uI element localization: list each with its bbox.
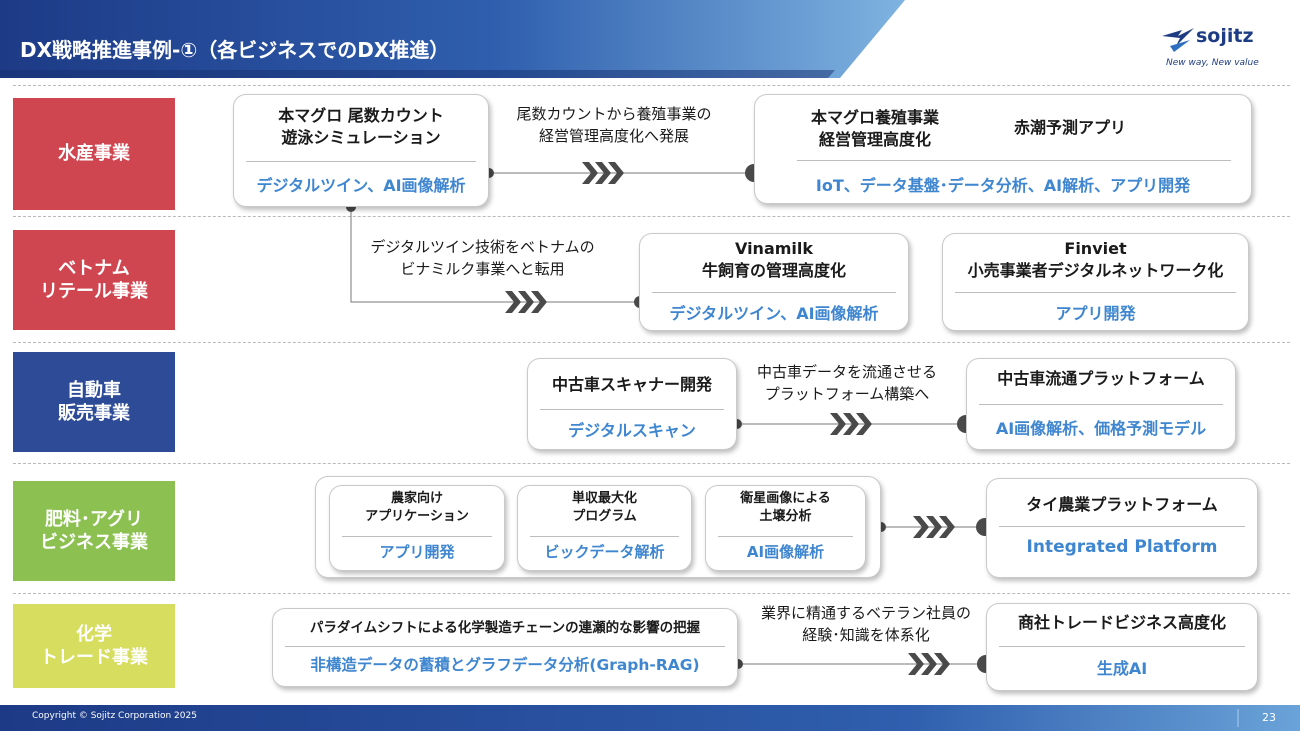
card-divider — [797, 160, 1231, 161]
footer-band — [0, 705, 1300, 731]
card-divider — [979, 404, 1223, 405]
card-tech: 非構造データの蓄積とグラフデータ分析(Graph-RAG) — [310, 656, 700, 674]
logo-wordmark: sojitz — [1196, 25, 1254, 47]
card-car-platform: 中古車流通プラットフォーム AI画像解析、価格予測モデル — [966, 358, 1236, 450]
card-divider — [652, 292, 896, 293]
card-divider — [342, 536, 492, 537]
row-separator — [13, 463, 1290, 464]
card-divider — [718, 536, 853, 537]
card-tech: ビックデータ解析 — [544, 543, 665, 561]
card-title: 中古車スキャナー開発 — [551, 375, 712, 394]
card-title: 単収最大化 プログラム — [571, 491, 637, 524]
card-tech: Integrated Platform — [1026, 537, 1218, 557]
flow-note: 中古車データを流通させる プラットフォーム構築へ — [756, 363, 937, 403]
flow-note: デジタルツイン技術をベトナムの ビナミルク事業へと転用 — [370, 238, 595, 278]
card-title: パラダイムシフトによる化学製造チェーンの連瀬的な影響の把握 — [309, 620, 701, 636]
header: DX戦略推進事例-①（各ビジネスでのDX推進） sojitz New way, … — [0, 0, 1300, 78]
card-finviet: Finviet 小売事業者デジタルネットワーク化 アプリ開発 — [942, 233, 1249, 331]
card-chem-graph-rag: パラダイムシフトによる化学製造チェーンの連瀬的な影響の把握 非構造データの蓄積と… — [272, 608, 738, 687]
card-tech: アプリ開発 — [379, 543, 455, 561]
copyright-text: Copyright © Sojitz Corporation 2025 — [32, 711, 197, 721]
card-tech: IoT、データ基盤･データ分析、AI解析、アプリ開発 — [815, 176, 1191, 195]
logo-mark-icon — [1162, 28, 1194, 52]
card-tuna-aquaculture: 本マグロ養殖事業 経営管理高度化 赤潮予測アプリ IoT、データ基盤･データ分析… — [754, 94, 1252, 204]
flow-note: 業界に精通するベテラン社員の 経験･知識を体系化 — [760, 604, 971, 644]
flow-note: 尾数カウントから養殖事業の 経営管理高度化へ発展 — [516, 105, 712, 145]
row-label-vietnam-retail: ベトナム リテール事業 — [13, 230, 175, 330]
card-title: 中古車流通プラットフォーム — [997, 369, 1205, 388]
card-title: 衛星画像による 土壌分析 — [740, 491, 831, 524]
card-tech: 生成AI — [1096, 659, 1148, 678]
card-divider — [246, 161, 476, 162]
sojitz-logo: sojitz New way, New value — [1158, 20, 1278, 72]
card-title-secondary: 赤潮予測アプリ — [1013, 118, 1126, 137]
card-thai-platform: タイ農業プラットフォーム Integrated Platform — [986, 478, 1258, 578]
row-separator — [13, 593, 1290, 594]
row-separator — [13, 342, 1290, 343]
card-title: 商社トレードビジネス高度化 — [1017, 613, 1226, 632]
card-divider — [999, 646, 1245, 647]
page-title: DX戦略推進事例-①（各ビジネスでのDX推進） — [20, 38, 450, 62]
card-tech: アプリ開発 — [1055, 304, 1136, 323]
card-tech: AI画像解析 — [746, 543, 825, 561]
row-label-automotive: 自動車 販売事業 — [13, 352, 175, 452]
card-tech: AI画像解析、価格予測モデル — [995, 419, 1207, 438]
card-title: Finviet 小売事業者デジタルネットワーク化 — [967, 239, 1224, 280]
card-title: タイ農業プラットフォーム — [1026, 495, 1218, 514]
card-divider — [999, 526, 1245, 527]
row-label-agri: 肥料･アグリ ビジネス事業 — [13, 481, 175, 581]
card-tech: デジタルスキャン — [568, 421, 696, 440]
card-divider — [285, 646, 725, 647]
card-title: Vinamilk 牛飼育の管理高度化 — [701, 239, 846, 280]
card-car-scanner: 中古車スキャナー開発 デジタルスキャン — [527, 358, 737, 450]
card-vinamilk: Vinamilk 牛飼育の管理高度化 デジタルツイン、AI画像解析 — [639, 233, 909, 331]
card-divider — [540, 409, 724, 410]
card-divider — [530, 536, 679, 537]
card-divider — [955, 292, 1236, 293]
card-title: 本マグロ 尾数カウント 遊泳シミュレーション — [278, 106, 444, 147]
page-number: 23 — [1262, 711, 1276, 724]
card-trade-advanced: 商社トレードビジネス高度化 生成AI — [986, 603, 1258, 691]
agri-initiatives-group: 農家向け アプリケーション アプリ開発 単収最大化 プログラム ビックデータ解析… — [315, 476, 881, 578]
card-satellite-soil: 衛星画像による 土壌分析 AI画像解析 — [705, 485, 866, 571]
card-title: 農家向け アプリケーション — [365, 491, 469, 524]
card-title: 本マグロ養殖事業 経営管理高度化 — [810, 108, 939, 149]
row-separator — [13, 216, 1290, 217]
card-yield-program: 単収最大化 プログラム ビックデータ解析 — [517, 485, 692, 571]
row-label-fisheries: 水産事業 — [13, 98, 175, 210]
card-farmer-app: 農家向け アプリケーション アプリ開発 — [329, 485, 505, 571]
card-tech: デジタルツイン、AI画像解析 — [669, 304, 879, 323]
chevron-arrows — [505, 162, 955, 675]
row-label-chemicals: 化学 トレード事業 — [13, 604, 175, 688]
header-band — [0, 0, 905, 78]
card-tech: デジタルツイン、AI画像解析 — [256, 176, 466, 195]
row-separator — [13, 85, 1290, 86]
logo-tagline: New way, New value — [1166, 58, 1259, 68]
card-tuna-count: 本マグロ 尾数カウント 遊泳シミュレーション デジタルツイン、AI画像解析 — [233, 94, 489, 207]
